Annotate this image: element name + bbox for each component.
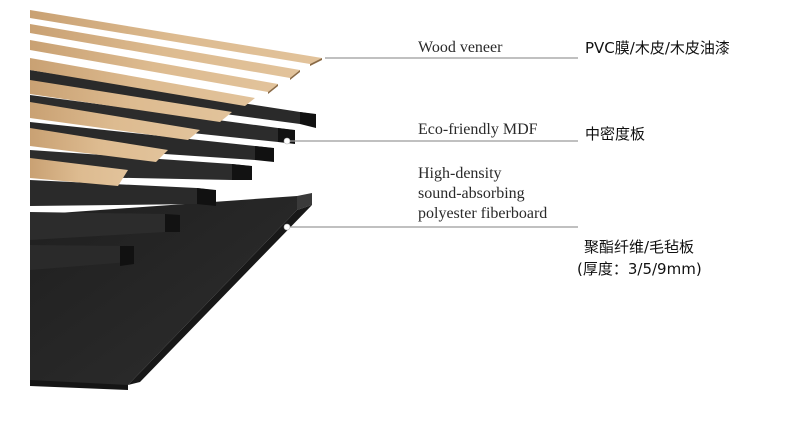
leader-dot-fiberboard xyxy=(283,223,291,231)
leader-dot-mdf xyxy=(283,137,291,145)
label-zh-fiberboard-thickness: (厚度：3/5/9mm) xyxy=(577,260,702,278)
label-zh-fiberboard: 聚酯纤维/毛毡板 xyxy=(584,238,695,256)
label-en-fiberboard-line3: polyester fiberboard xyxy=(418,205,548,222)
label-zh-wood-veneer: PVC膜/木皮/木皮油漆 xyxy=(585,39,730,57)
label-en-fiberboard-line1: High-density xyxy=(418,165,502,182)
label-en-mdf: Eco-friendly MDF xyxy=(418,121,538,138)
label-en-wood-veneer: Wood veneer xyxy=(418,39,503,56)
label-zh-mdf: 中密度板 xyxy=(585,125,646,143)
label-en-fiberboard-line2: sound-absorbing xyxy=(418,185,525,202)
leader-lines xyxy=(283,57,578,231)
fiberboard-layer xyxy=(30,193,312,390)
wood-veneer-layer xyxy=(30,10,322,186)
